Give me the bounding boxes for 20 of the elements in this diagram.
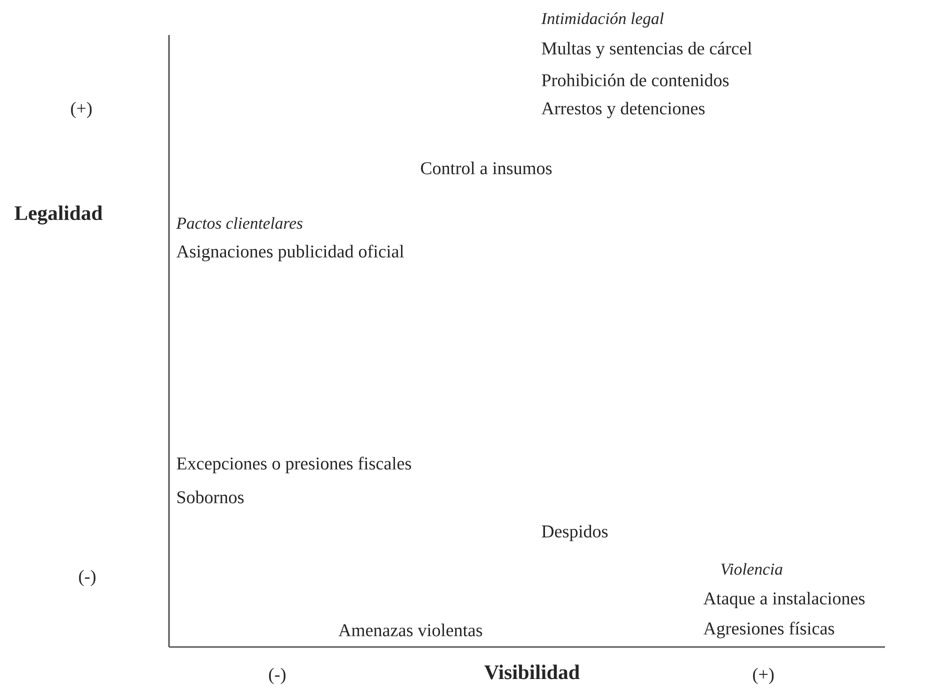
item-text: Multas y sentencias de cárcel (542, 42, 752, 58)
category-heading: Intimidación legal (541, 12, 664, 28)
item-text: Ataque a instalaciones (703, 592, 865, 608)
scale-mark: (+) (753, 668, 774, 684)
item-text: Amenazas violentas (338, 624, 482, 636)
item-text: Arrestos y detenciones (541, 102, 705, 118)
axis-title: Visibilidad (484, 664, 580, 680)
item-text: Agresiones físicas (703, 622, 834, 638)
axis-title: Legalidad (14, 206, 102, 224)
scale-mark: (+) (71, 102, 92, 118)
item-text: Excepciones o presiones fiscales (176, 456, 412, 474)
item-text: Prohibición de contenidos (542, 74, 729, 86)
scale-mark: (-) (79, 570, 96, 586)
item-text: Sobornos (177, 490, 244, 504)
item-text: Asignaciones publicidad oficial (176, 244, 404, 262)
item-text: Control a insumos (421, 162, 552, 174)
item-text: Despidos (542, 524, 608, 542)
category-heading: Violencia (721, 563, 782, 575)
category-heading: Pactos clientelares (176, 217, 302, 229)
scale-mark: (-) (269, 668, 286, 684)
